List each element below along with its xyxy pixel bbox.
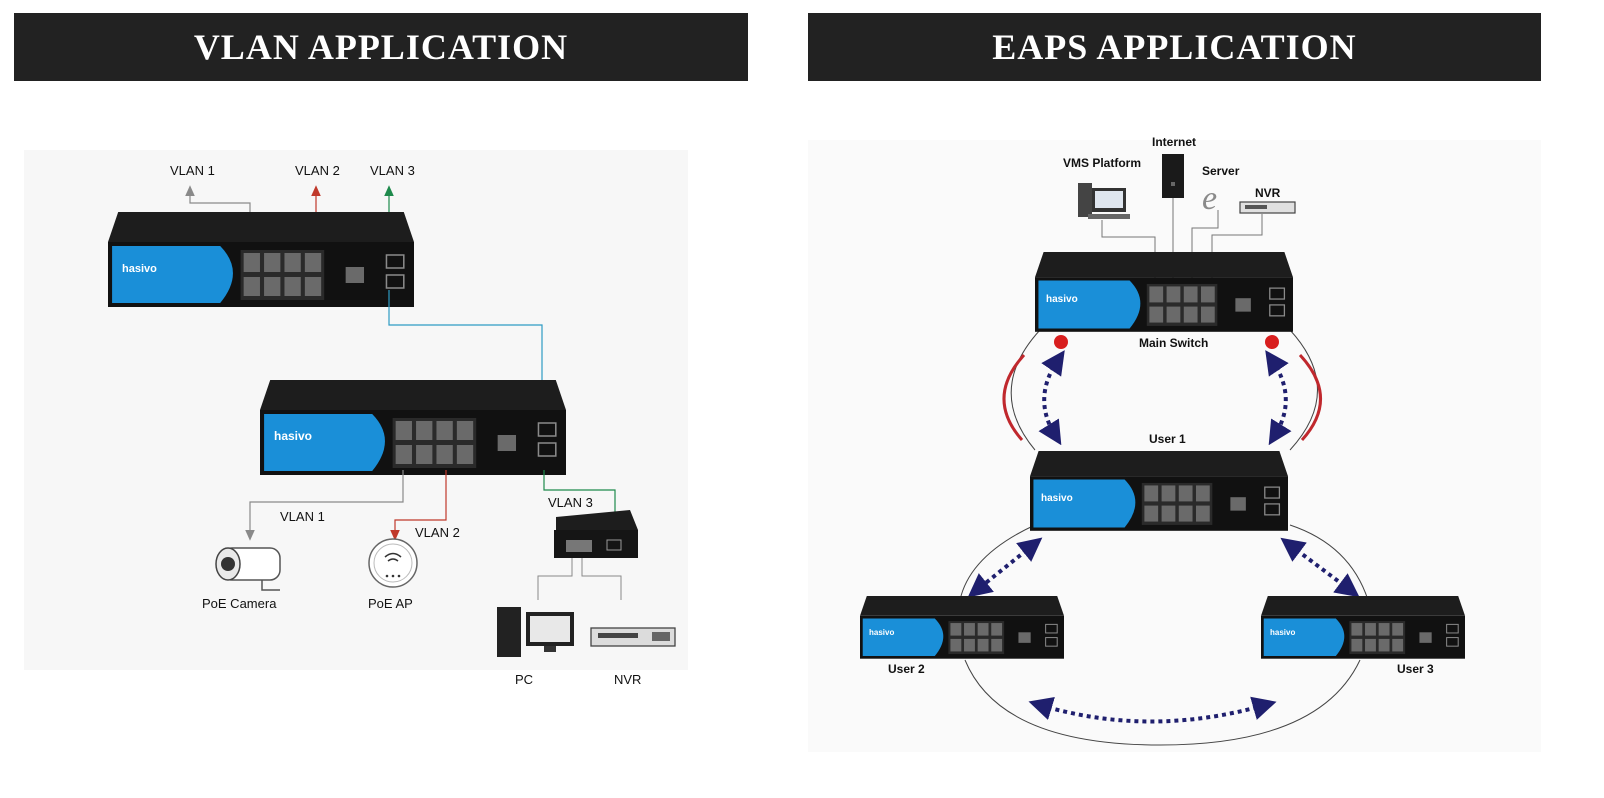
- server-label: Server: [1202, 164, 1240, 178]
- internet-device-icon: [1162, 154, 1184, 198]
- ring-arrow-main-user1-right: [1265, 350, 1292, 446]
- vms-platform-label: VMS Platform: [1063, 156, 1141, 170]
- vlan3-downlink-line: [543, 470, 616, 512]
- poe-ap-icon: [368, 538, 418, 588]
- poe-camera-label: PoE Camera: [202, 596, 277, 611]
- ring-bracket-left: [1002, 353, 1026, 441]
- server-e-icon: e: [1202, 180, 1217, 217]
- vlan3-top-label: VLAN 3: [370, 163, 415, 178]
- vlan3-bottom-label: VLAN 3: [548, 495, 593, 510]
- internet-label: Internet: [1152, 135, 1196, 149]
- vlan-application-title: VLAN APPLICATION: [193, 27, 569, 67]
- vlan2-top-label: VLAN 2: [295, 163, 340, 178]
- pc-icon: [497, 607, 574, 657]
- eaps-application-banner: EAPS APPLICATION: [808, 13, 1541, 81]
- vlan-middle-switch-brand: hasivo: [274, 429, 312, 443]
- ring-arc-left-top: [1010, 329, 1041, 451]
- vlan-diagram: hasivo hasivo: [24, 150, 688, 687]
- nvr-label-eaps: NVR: [1255, 186, 1281, 200]
- vlan1-downlink-line: [245, 470, 404, 541]
- eaps-application-title: EAPS APPLICATION: [992, 27, 1357, 67]
- eaps-diagram: e hasivo has: [808, 135, 1541, 752]
- user2-label: User 2: [888, 662, 925, 676]
- main-switch: [1034, 251, 1294, 333]
- poe-ap-label: PoE AP: [368, 596, 413, 611]
- vlan1-bottom-label: VLAN 1: [280, 509, 325, 524]
- pc-label: PC: [515, 672, 533, 687]
- user3-label: User 3: [1397, 662, 1434, 676]
- ring-arrow-main-user1-left: [1038, 350, 1065, 446]
- ring-arrow-user1-user2: [967, 537, 1043, 598]
- pc-link-line: [537, 558, 573, 600]
- user1-label: User 1: [1149, 432, 1186, 446]
- main-switch-brand: hasivo: [1046, 294, 1078, 305]
- ring-arc-bottom: [964, 659, 1361, 746]
- ring-bracket-right: [1298, 353, 1322, 442]
- poe-injector: [554, 510, 638, 558]
- ring-arrow-user2-user3: [1028, 696, 1277, 724]
- main-switch-label: Main Switch: [1139, 336, 1208, 350]
- user3-switch-brand: hasivo: [1270, 628, 1295, 637]
- vlan1-top-label: VLAN 1: [170, 163, 215, 178]
- blocked-port-left: [1054, 335, 1068, 349]
- user1-switch-brand: hasivo: [1041, 493, 1073, 504]
- vms-platform-icon: [1078, 183, 1130, 219]
- vlan-application-banner: VLAN APPLICATION: [14, 13, 748, 81]
- user1-switch: [1029, 450, 1289, 532]
- poe-camera-icon: [215, 547, 281, 591]
- user2-switch-brand: hasivo: [869, 628, 894, 637]
- nvr-icon: [1239, 201, 1296, 214]
- vlan2-downlink-line: [390, 470, 447, 541]
- nvr-device-icon: [590, 627, 676, 647]
- nvr-link-line: [581, 558, 622, 600]
- blocked-port-right: [1265, 335, 1279, 349]
- vlan-middle-switch: [259, 379, 567, 476]
- nvr-label: NVR: [614, 672, 641, 687]
- ring-arc-right-top: [1289, 329, 1318, 451]
- vlan-top-switch: [107, 211, 415, 308]
- vlan2-bottom-label: VLAN 2: [415, 525, 460, 540]
- svg-text:e: e: [1202, 180, 1217, 217]
- vlan-top-switch-brand: hasivo: [122, 263, 157, 275]
